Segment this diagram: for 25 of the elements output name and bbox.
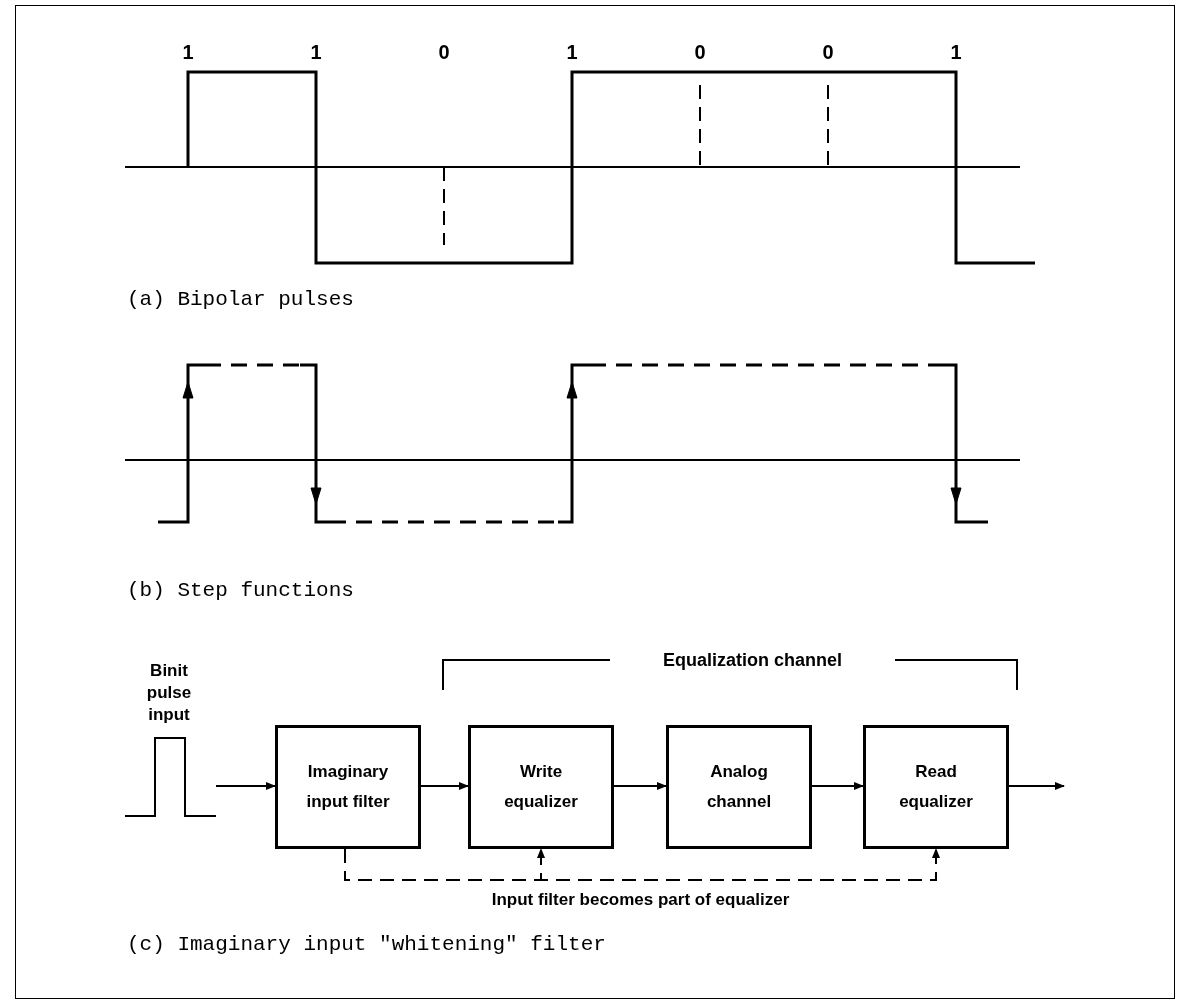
panel-caption: (c) Imaginary input "whitening" filter (127, 932, 607, 958)
box-label: Write equalizer (503, 761, 579, 813)
dashed-arrow (344, 848, 940, 881)
panel-caption: (b) Step functions (127, 578, 355, 604)
input-label: Binit pulse input (145, 660, 193, 726)
arrow (420, 782, 469, 790)
panel-caption: (a) Bipolar pulses (127, 287, 355, 313)
box-label: Analog channel (705, 761, 773, 813)
bit-label: 0 (693, 40, 707, 64)
arrow (215, 782, 276, 790)
bit-label: 1 (309, 40, 323, 64)
bit-label: 1 (565, 40, 579, 64)
bit-label: 0 (821, 40, 835, 64)
bit-label: 0 (437, 40, 451, 64)
box-label: Read equalizer (898, 761, 974, 813)
box-label: Imaginary input filter (305, 761, 391, 813)
process-box (275, 725, 421, 849)
process-box (863, 725, 1009, 849)
process-box (468, 725, 614, 849)
bit-label: 1 (181, 40, 195, 64)
arrow (613, 782, 667, 790)
arrow (811, 782, 864, 790)
bit-label: 1 (949, 40, 963, 64)
process-box (666, 725, 812, 849)
arrow (1008, 782, 1065, 790)
